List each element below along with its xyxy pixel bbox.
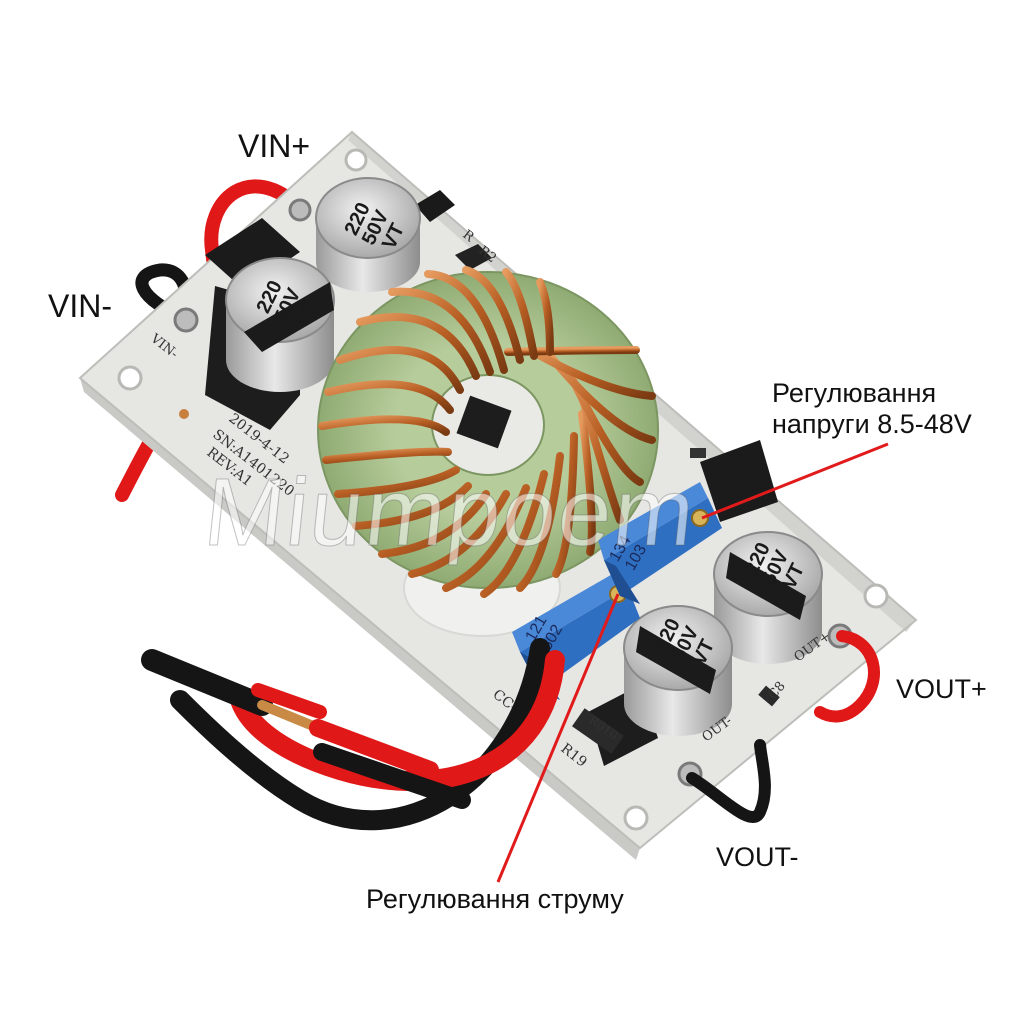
capacitor-top: [315, 177, 421, 292]
input-cable-bundle: [141, 638, 565, 831]
vout-plus-wire: [814, 630, 880, 723]
voltage-potentiometer: [598, 482, 722, 604]
vout-plus-label: VOUT+: [896, 674, 987, 704]
current-adjust-label: Регулювання струму: [366, 884, 624, 914]
capacitor-left: [225, 257, 335, 392]
watermark-text: Miumpoem: [199, 459, 702, 567]
current-callout-line: [496, 593, 620, 883]
vin-minus-label: VIN-: [48, 288, 112, 324]
voltage-adjust-line2: напруги 8.5-48V: [772, 409, 972, 440]
capacitor-right: [713, 531, 823, 664]
voltage-adjust-label: Регулювання напруги 8.5-48V: [772, 378, 972, 440]
toroid-inductor: [317, 266, 659, 637]
capacitor-bottom: [623, 605, 733, 736]
vout-minus-label: VOUT-: [716, 842, 799, 872]
vin-plus-label: VIN+: [238, 128, 311, 164]
voltage-callout-line: [701, 442, 889, 520]
vout-minus-wire: [686, 739, 771, 823]
voltage-adjust-line1: Регулювання: [772, 378, 937, 408]
